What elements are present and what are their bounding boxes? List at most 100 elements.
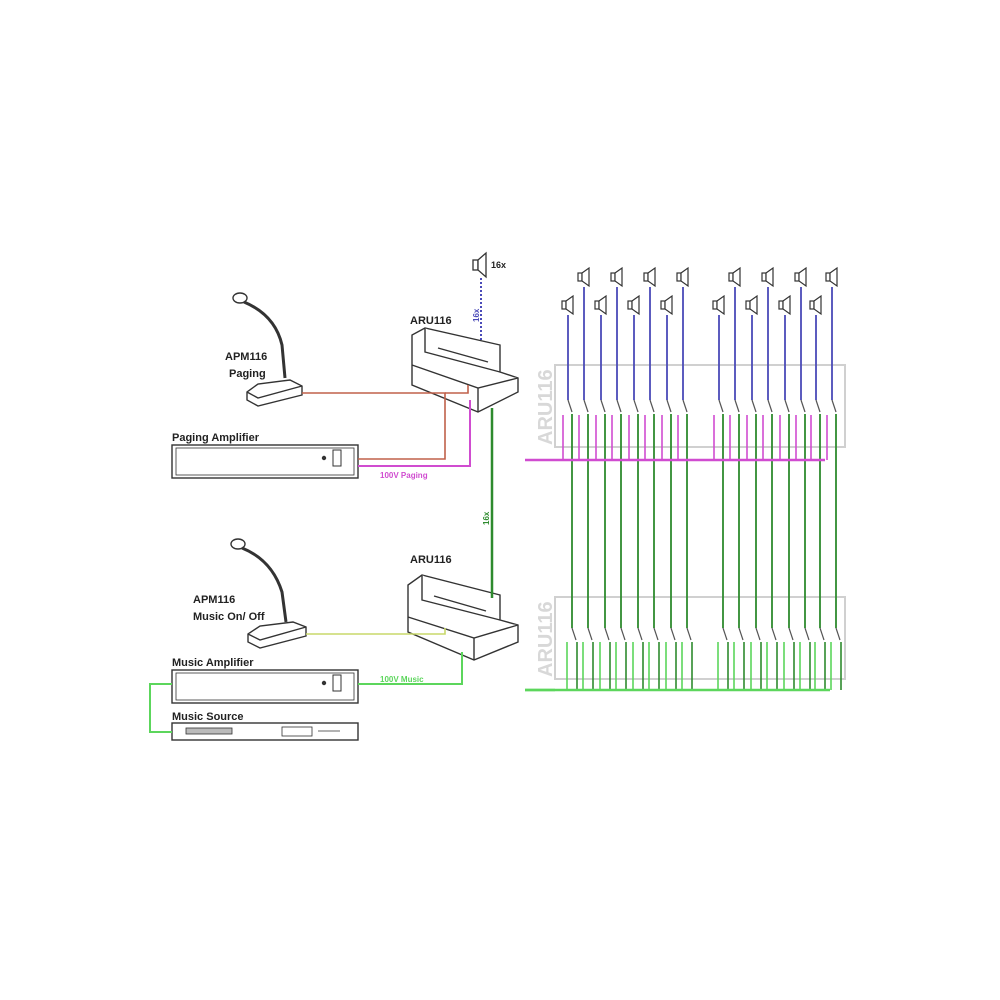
source-to-amp-wire — [149, 683, 172, 733]
paging-control-wire-2 — [445, 385, 469, 394]
relay-switch-top — [600, 399, 606, 413]
speaker-16x-icon — [472, 251, 487, 279]
speaker-cone — [716, 294, 725, 316]
apm-paging-label-2: Paging — [229, 368, 266, 380]
speaker-cone — [782, 294, 791, 316]
relay-switch-top — [767, 399, 773, 413]
relay-switch-bottom — [835, 627, 841, 641]
relay-switch-bottom — [637, 627, 643, 641]
speaker-cone — [680, 266, 689, 288]
relay-switch-bottom — [722, 627, 728, 641]
aru116-module-top — [554, 364, 846, 448]
aru116-top-unit — [411, 327, 519, 413]
relay-switch-bottom — [738, 627, 744, 641]
relay-switch-top — [800, 399, 806, 413]
module-top-label: ARU116 — [535, 369, 557, 445]
relay-switches — [567, 399, 841, 641]
music-amplifier — [171, 669, 359, 704]
bus-16x-mid-label: 16x — [482, 511, 491, 525]
speaker-icon — [660, 294, 673, 316]
relay-wires — [525, 414, 842, 692]
apm-music-label-1: APM116 — [193, 594, 235, 606]
paging-line-label: 100V Paging — [380, 471, 428, 480]
speaker-cone — [765, 266, 774, 288]
relay-switch-top — [734, 399, 740, 413]
speaker-cone — [732, 266, 741, 288]
speaker-cone — [565, 294, 574, 316]
speaker-cone — [798, 266, 807, 288]
relay-switch-top — [666, 399, 672, 413]
relay-switch-bottom — [571, 627, 577, 641]
relay-switch-top — [784, 399, 790, 413]
relay-switch-top — [682, 399, 688, 413]
aru-top-label: ARU116 — [410, 315, 452, 327]
speaker-icon — [594, 294, 607, 316]
speaker-cone — [829, 266, 838, 288]
bus-16x-top-label: 16x — [472, 308, 481, 322]
paging-control-wire — [302, 392, 446, 460]
paging-100v-wire — [358, 400, 471, 467]
relay-switch-top — [649, 399, 655, 413]
paging-amp-label: Paging Amplifier — [172, 432, 260, 444]
music-amp-label: Music Amplifier — [172, 657, 254, 669]
apm-music-label-2: Music On/ Off — [193, 611, 265, 623]
music-source — [171, 722, 359, 741]
aru116-module-bottom — [554, 596, 846, 680]
speaker-cone — [631, 294, 640, 316]
relay-switch-top — [815, 399, 821, 413]
speaker-icon — [761, 266, 774, 288]
relay-switch-bottom — [620, 627, 626, 641]
relay-switch-top — [751, 399, 757, 413]
speaker-cone — [664, 294, 673, 316]
speaker-icon — [577, 266, 590, 288]
speaker-icon — [643, 266, 656, 288]
speaker-cone — [647, 266, 656, 288]
speaker-cone — [813, 294, 822, 316]
relay-switch-bottom — [771, 627, 777, 641]
relay-switch-bottom — [670, 627, 676, 641]
music-source-label: Music Source — [172, 711, 244, 723]
relay-switch-top — [583, 399, 589, 413]
relay-switch-bottom — [604, 627, 610, 641]
music-line-label: 100V Music — [380, 675, 424, 684]
relay-switch-bottom — [804, 627, 810, 641]
paging-amplifier — [171, 444, 359, 479]
apm-paging-label-1: APM116 — [225, 351, 267, 363]
speaker-wires — [562, 287, 833, 460]
relay-switch-bottom — [819, 627, 825, 641]
aru116-bottom-unit — [407, 574, 519, 661]
relay-switch-bottom — [587, 627, 593, 641]
relay-switch-bottom — [755, 627, 761, 641]
speaker-icon — [627, 294, 640, 316]
speaker-icon — [778, 294, 791, 316]
speaker-icon — [712, 294, 725, 316]
speaker-array — [561, 266, 838, 316]
speaker-cone — [581, 266, 590, 288]
module-bottom-label: ARU116 — [535, 601, 557, 677]
speaker-icon — [676, 266, 689, 288]
speaker-cone — [598, 294, 607, 316]
speaker-icon — [745, 294, 758, 316]
music-control-wire — [306, 628, 446, 635]
speaker-cone — [749, 294, 758, 316]
speaker-count-label: 16x — [491, 260, 506, 270]
relay-switch-top — [616, 399, 622, 413]
speaker-cone — [614, 266, 623, 288]
relay-switch-top — [831, 399, 837, 413]
speaker-icon — [561, 294, 574, 316]
relay-switch-bottom — [788, 627, 794, 641]
relay-switch-top — [718, 399, 724, 413]
speaker-icon — [610, 266, 623, 288]
speaker-icon — [809, 294, 822, 316]
relay-switch-bottom — [686, 627, 692, 641]
speaker-icon — [794, 266, 807, 288]
speaker-icon — [825, 266, 838, 288]
relay-switch-top — [567, 399, 573, 413]
music-100v-wire — [358, 652, 463, 685]
relay-switch-top — [633, 399, 639, 413]
apm116-paging-mic — [232, 292, 303, 407]
apm116-music-mic — [230, 538, 307, 649]
speaker-icon — [728, 266, 741, 288]
relay-switch-bottom — [653, 627, 659, 641]
